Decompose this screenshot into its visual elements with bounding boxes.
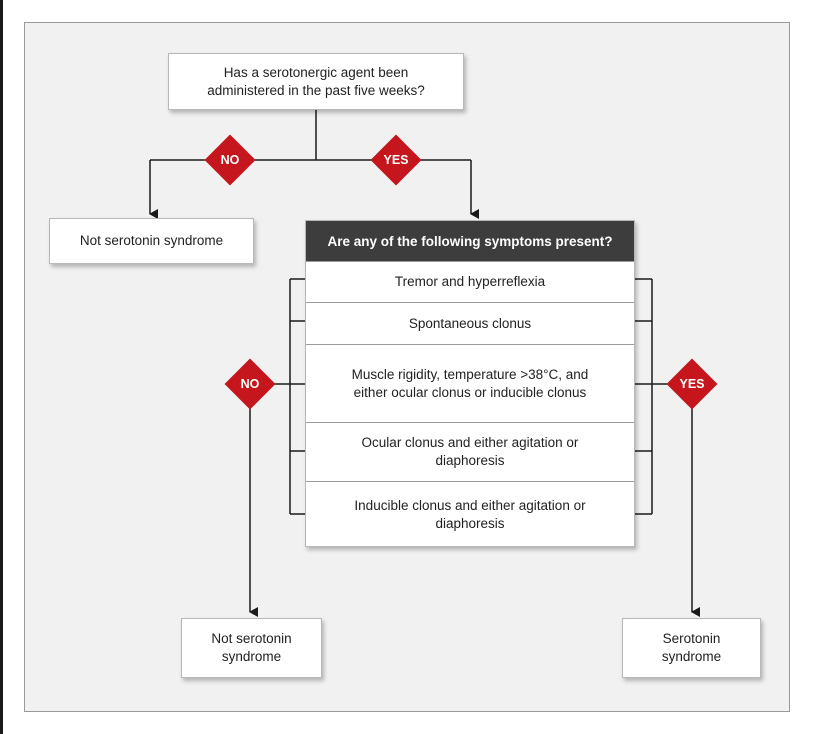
symptom-row: Spontaneous clonus [306,302,634,344]
symptom-text: Inducible clonus and either agitation or… [354,497,586,531]
outcome-serotonin-syndrome: Serotonin syndrome [622,618,761,678]
symptom-text: Ocular clonus and either agitation or di… [361,435,579,468]
symptom-text: Spontaneous clonus [408,315,532,331]
decision-label: YES [383,153,409,167]
decision-yes-top: YES [370,134,422,186]
outcome-not-serotonin-syndrome-top: Not serotonin syndrome [49,218,254,264]
symptom-row: Ocular clonus and either agitation or di… [306,422,634,481]
symptoms-header: Are any of the following symptoms presen… [306,221,634,261]
symptom-row: Inducible clonus and either agitation or… [306,481,634,547]
symptom-row: Muscle rigidity, temperature >38°C, and … [306,344,634,422]
question-serotonergic-agent: Has a serotonergic agent been administer… [168,53,464,110]
decision-label: NO [240,377,260,391]
decision-label: YES [679,377,705,391]
decision-no-left: NO [224,358,276,410]
symptom-row: Tremor and hyperreflexia [306,261,634,302]
symptom-text: Muscle rigidity, temperature >38°C, and … [351,366,589,400]
symptoms-panel: Are any of the following symptoms presen… [305,220,635,547]
left-edge-bar [0,0,3,734]
symptom-text: Tremor and hyperreflexia [394,274,546,289]
decision-no-top: NO [204,134,256,186]
decision-yes-right: YES [666,358,718,410]
outcome-not-serotonin-syndrome-bottom: Not serotonin syndrome [181,618,322,678]
decision-label: NO [220,153,240,167]
